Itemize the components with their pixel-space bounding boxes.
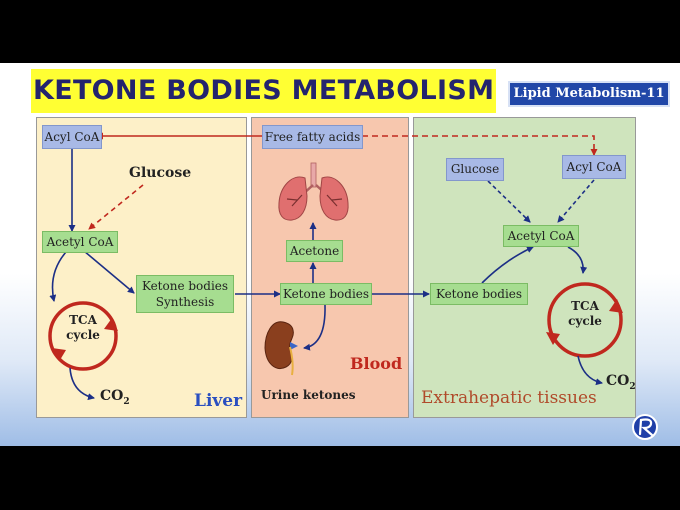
liver-acetyl-to-tca-arrow: [49, 251, 67, 302]
urine-ketones-label: Urine ketones: [261, 388, 356, 402]
extra-tca-line2: cycle: [568, 314, 602, 328]
extra-acetyl-coa-box: Acetyl CoA: [503, 225, 579, 247]
liver-glucose-label: Glucose: [129, 165, 192, 181]
extra-tca-cycle-icon: [546, 282, 623, 358]
extra-tca-line1: TCA: [571, 299, 599, 313]
liver-co2-sub: 2: [123, 396, 130, 407]
ketone-synthesis-box: Ketone bodies Synthesis: [136, 275, 234, 313]
extra-acyl-coa-box: Acyl CoA: [562, 155, 626, 179]
ffa-to-extra-acyl-arrow: [362, 135, 598, 156]
blood-panel-label: Blood: [350, 354, 403, 373]
ketone-synthesis-line2: Synthesis: [155, 295, 215, 309]
kidney-icon: [264, 321, 298, 376]
liver-acetyl-coa-box: Acetyl CoA: [42, 231, 118, 253]
extra-acyl-to-acetyl-arrow: [557, 179, 595, 223]
liver-tca-cycle-icon: [48, 301, 118, 371]
extrahepatic-panel-label: Extrahepatic tissues: [421, 388, 597, 408]
liver-panel-label: Liver: [194, 391, 243, 411]
blood-ketone-bodies-box: Ketone bodies: [280, 283, 372, 305]
extra-co2-sub: 2: [629, 381, 636, 392]
liver-tca-label: TCA cycle: [58, 313, 108, 343]
extra-co2-base: CO: [606, 373, 630, 389]
page-title: KETONE BODIES METABOLISM: [31, 69, 496, 113]
extra-co2-label: CO2: [606, 373, 636, 392]
extra-ketone-bodies-box: Ketone bodies: [430, 283, 528, 305]
slide: KETONE BODIES METABOLISM Lipid Metabolis…: [0, 63, 680, 446]
liver-tca-line1: TCA: [69, 313, 97, 327]
ketones-to-kidney-arrow: [303, 304, 326, 351]
liver-co2-arrow: [69, 367, 95, 401]
logo-layer: [632, 414, 658, 440]
extra-glucose-box: Glucose: [446, 158, 504, 181]
extra-co2-arrow: [577, 355, 603, 386]
liver-co2-label: CO2: [100, 388, 130, 407]
liver-tca-line2: cycle: [66, 328, 100, 342]
liver-co2-base: CO: [100, 388, 124, 404]
ketone-synthesis-line1: Ketone bodies: [141, 279, 229, 293]
liver-glucose-to-acetyl-arrow: [88, 184, 144, 230]
extra-glucose-to-acetyl-arrow: [487, 180, 531, 223]
lungs-icon: [278, 162, 349, 221]
pathway-arrows: [48, 132, 623, 401]
free-fatty-acids-box: Free fatty acids: [262, 125, 363, 149]
series-badge: Lipid Metabolism-11: [508, 81, 670, 107]
acetyl-to-synthesis-arrow: [83, 250, 135, 294]
extra-tca-label: TCA cycle: [560, 299, 610, 329]
acetone-box: Acetone: [286, 240, 343, 262]
liver-acyl-coa-box: Acyl CoA: [42, 125, 102, 149]
r-logo-icon: [632, 414, 658, 440]
extra-acetyl-to-tca-arrow: [567, 246, 588, 274]
extra-ketones-to-acetyl-arrow: [481, 246, 534, 284]
